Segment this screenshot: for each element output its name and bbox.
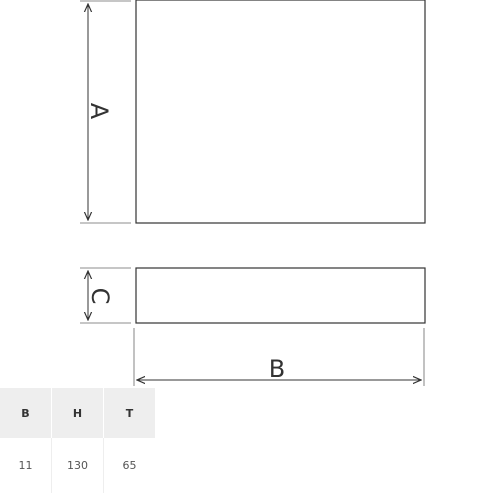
dimension-c: C (80, 267, 131, 324)
spec-table-header-h: H (51, 388, 104, 438)
spec-table: B H T 11 130 65 (0, 388, 155, 493)
dimension-a-label: A (85, 103, 113, 120)
spec-table-cell-t: 65 (103, 438, 155, 493)
dimension-b: B (133, 328, 425, 386)
dimension-c-label: C (86, 288, 114, 305)
table-row: 11 130 65 (0, 438, 155, 493)
side-view-rect (135, 267, 426, 324)
spec-table-header-row: B H T (0, 388, 155, 438)
spec-table-cell-b: 11 (0, 438, 52, 493)
dimension-a: A (80, 0, 131, 224)
dimension-b-label: B (269, 355, 285, 383)
spec-table-header-t: T (103, 388, 155, 438)
dimension-drawing: A C B (80, 0, 426, 386)
spec-table-header-b: B (0, 388, 52, 438)
front-view-rect (135, 0, 426, 224)
spec-table-cell-h: 130 (51, 438, 104, 493)
